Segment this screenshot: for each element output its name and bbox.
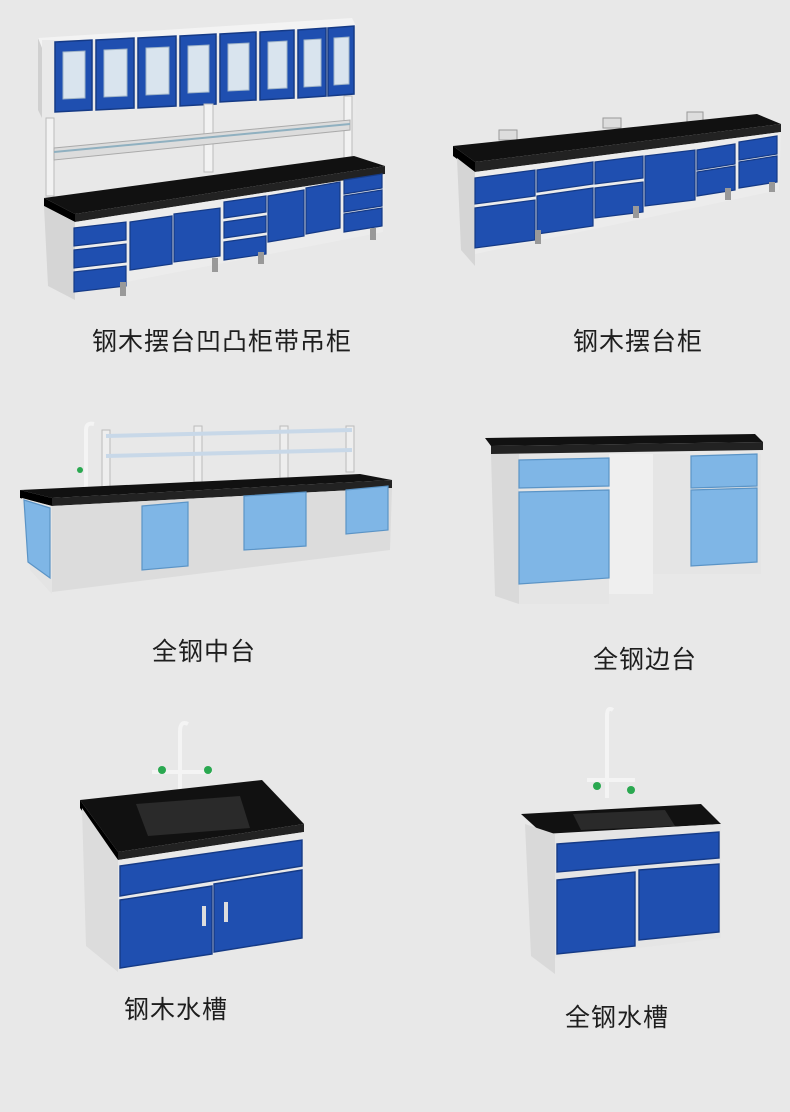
product-caption: 全钢中台 [152, 637, 257, 666]
product-card-all-steel-sink: 全钢水槽 [395, 700, 790, 1112]
all-steel-center-bench-image [20, 421, 392, 594]
product-card-steel-wood-bench: 钢木摆台柜 [395, 0, 790, 370]
all-steel-sink-image [521, 706, 721, 974]
product-card-steel-wood-bench-with-wall-cabinet: 钢木摆台凹凸柜带吊柜 [0, 0, 395, 370]
steel-wood-sink-image [80, 721, 304, 972]
product-caption: 钢木水槽 [124, 995, 229, 1024]
steel-wood-bench-with-wall-cabinet-image [38, 18, 385, 300]
product-caption: 全钢水槽 [565, 1003, 670, 1032]
all-steel-side-bench-image [485, 434, 763, 604]
steel-wood-bench-image [453, 111, 781, 266]
product-card-steel-wood-sink: 钢木水槽 [0, 700, 395, 1112]
product-card-all-steel-side-bench: 全钢边台 [395, 370, 790, 700]
product-caption: 钢木摆台柜 [573, 327, 704, 356]
product-card-all-steel-center-bench: 全钢中台 [0, 370, 395, 700]
product-caption: 钢木摆台凹凸柜带吊柜 [92, 327, 353, 356]
product-caption: 全钢边台 [593, 645, 698, 674]
